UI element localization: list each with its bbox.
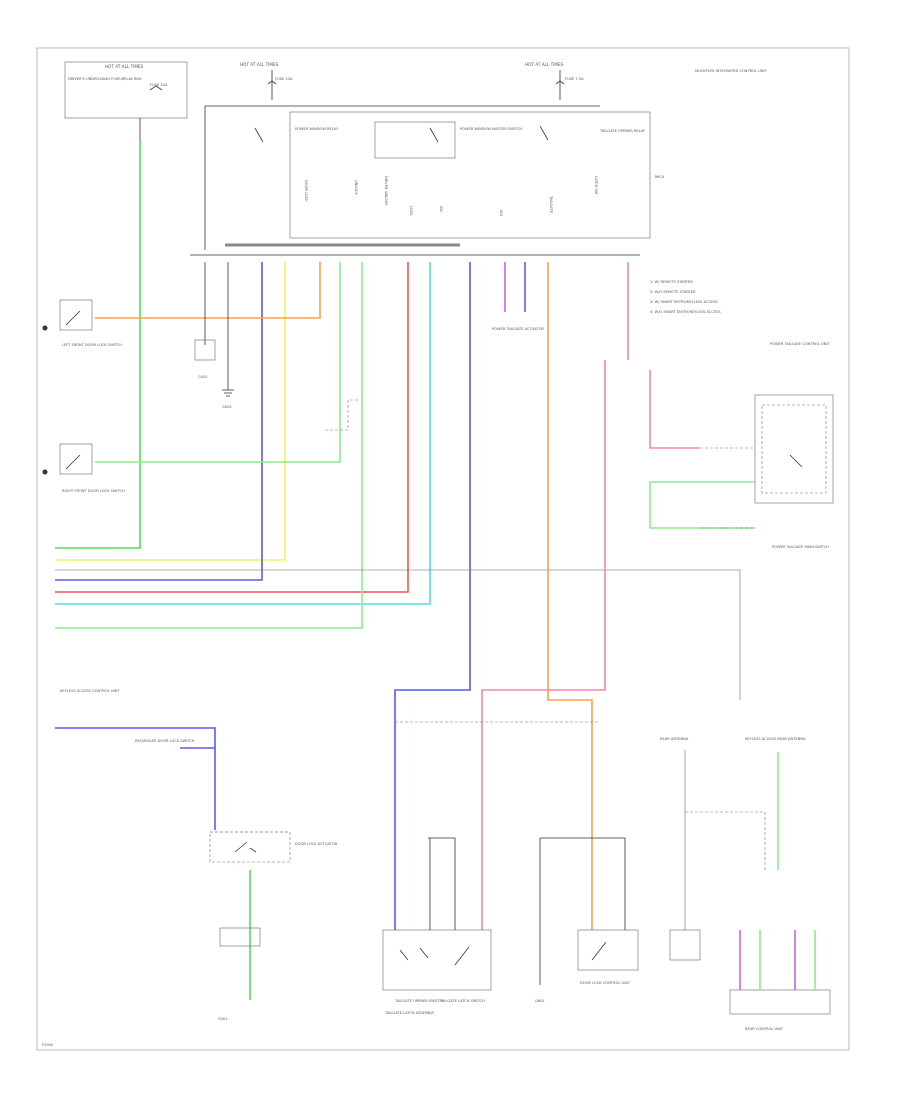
svg-text:LATCH SW: LATCH SW (594, 176, 598, 195)
wire-yellow (55, 262, 286, 561)
power-tailgate-control-unit: POWER TAILGATE CONTROL UNIT POWER TAILGA… (649, 342, 834, 549)
hot-box-right: HOT AT ALL TIMES FUSE 7.5A (525, 62, 584, 100)
svg-text:KEYLESS ACCESS REAR ANTENNA: KEYLESS ACCESS REAR ANTENNA (745, 737, 806, 741)
svg-text:4: W/O SMART ENTRY/KEYLESS ACC: 4: W/O SMART ENTRY/KEYLESS ACCESS (650, 310, 721, 314)
micu-label: MICU (655, 175, 665, 179)
power-window-main-label: POWER WINDOW MASTER SWITCH (460, 127, 522, 131)
svg-text:1: W/ REMOTE STARTER: 1: W/ REMOTE STARTER (650, 280, 693, 284)
wire-gray-right (55, 569, 741, 700)
tailgate-relay-label: TAILGATE OPENER RELAY (599, 129, 646, 133)
wire-red (55, 262, 409, 593)
hot-label-left: HOT AT ALL TIMES (105, 64, 144, 69)
fuse-b-label: FUSE 10A (275, 77, 293, 81)
hot-box-left: HOT AT ALL TIMES DRIVER'S UNDER-DASH FUS… (64, 61, 188, 140)
svg-text:DOOR LOCK: DOOR LOCK (304, 180, 308, 202)
svg-text:TAILGATE OPENER SWITCH: TAILGATE OPENER SWITCH (394, 999, 443, 1003)
svg-text:REAR ANTENNA: REAR ANTENNA (660, 737, 689, 741)
svg-text:REAR CONTROL UNIT: REAR CONTROL UNIT (745, 1027, 784, 1031)
svg-text:G301: G301 (218, 1017, 228, 1021)
svg-text:G401: G401 (198, 375, 208, 379)
wire-light-green (55, 262, 363, 629)
wire-pink-right (649, 370, 700, 449)
fuse-c-label: FUSE 7.5A (565, 77, 584, 81)
svg-text:3: W/ SMART ENTRY/KEYLESS ACCE: 3: W/ SMART ENTRY/KEYLESS ACCESS (650, 300, 719, 304)
legend: 1: W/ REMOTE STARTER 2: W/O REMOTE START… (650, 280, 721, 314)
micu-top-label: MULTIPLEX INTEGRATED CONTROL UNIT (695, 69, 768, 73)
svg-text:DOOR LOCK CONTROL UNIT: DOOR LOCK CONTROL UNIT (580, 981, 631, 985)
hot-box-mid: HOT AT ALL TIMES FUSE 10A (240, 62, 293, 100)
svg-text:RIGHT FRONT DOOR LOCK SWITCH: RIGHT FRONT DOOR LOCK SWITCH (62, 489, 125, 493)
ground-g401: G401 (194, 339, 216, 379)
svg-text:LEFT FRONT DOOR LOCK SWITCH: LEFT FRONT DOOR LOCK SWITCH (62, 343, 122, 347)
wire-blue (55, 262, 263, 581)
svg-text:TAILGATE LATCH SWITCH: TAILGATE LATCH SWITCH (439, 999, 485, 1003)
tailgate-latch-assembly: TAILGATE OPENER SWITCH TAILGATE LATCH SW… (382, 837, 492, 1015)
svg-text:PASSENGER DOOR LOCK SWITCH: PASSENGER DOOR LOCK SWITCH (135, 739, 195, 743)
svg-text:POWER TAILGATE CONTROL UNIT: POWER TAILGATE CONTROL UNIT (770, 342, 831, 346)
tailgate-actuator-label: POWER TAILGATE ACTUATOR (492, 327, 544, 331)
power-tailgate-switch-label: POWER TAILGATE MAIN SWITCH (772, 545, 829, 549)
svg-text:KEYLESS ACCESS CONTROL UNIT: KEYLESS ACCESS CONTROL UNIT (60, 689, 120, 693)
power-window-relay-label: POWER WINDOW RELAY (295, 127, 339, 131)
wire-orange-left-door (95, 262, 321, 319)
underhood-box-label: DRIVER'S UNDER-DASH FUSE/RELAY BOX (68, 77, 142, 81)
svg-text:SIG: SIG (499, 210, 503, 216)
wire-cyan (55, 262, 431, 605)
svg-text:SW: SW (439, 206, 443, 212)
svg-text:TAILGATE: TAILGATE (549, 195, 553, 214)
fuse-a-label: FUSE 20A (150, 83, 168, 87)
wire-green-right-door (95, 262, 341, 463)
page-id: F0000 (42, 1043, 54, 1047)
wire-pink-tailgate (481, 360, 606, 930)
rear-antenna-group: REAR ANTENNA KEYLESS ACCESS REAR ANTENNA… (660, 737, 831, 1031)
door-lock-control-unit: DOOR LOCK CONTROL UNIT G601 (535, 837, 639, 1003)
svg-text:G502: G502 (222, 405, 232, 409)
diagram-border (36, 47, 850, 1051)
svg-text:UNLOCK: UNLOCK (354, 180, 358, 196)
wire-blue-actuator (394, 262, 471, 930)
hot-label-mid: HOT AT ALL TIMES (240, 62, 279, 67)
hot-label-right: HOT AT ALL TIMES (525, 62, 564, 67)
svg-text:DRIVER UNLOCK: DRIVER UNLOCK (384, 176, 388, 206)
svg-text:LOCK: LOCK (409, 206, 413, 216)
right-door-lock-switch: RIGHT FRONT DOOR LOCK SWITCH (42, 443, 125, 493)
svg-text:2: W/O REMOTE STARTER: 2: W/O REMOTE STARTER (650, 290, 696, 294)
wire-green-left (55, 140, 141, 549)
left-door-lock-switch: LEFT FRONT DOOR LOCK SWITCH (42, 299, 122, 347)
micu-relay-block: POWER WINDOW RELAY POWER WINDOW MASTER S… (204, 105, 665, 250)
svg-text:TAILGATE LATCH ASSEMBLY: TAILGATE LATCH ASSEMBLY (384, 1011, 435, 1015)
svg-text:DOOR LOCK ACTUATOR: DOOR LOCK ACTUATOR (295, 842, 338, 846)
wire-orange-tailgate (547, 262, 593, 930)
keyless-access-control: KEYLESS ACCESS CONTROL UNIT PASSENGER DO… (55, 689, 338, 1021)
ground-g502: G502 (222, 389, 234, 409)
svg-text:G601: G601 (535, 999, 545, 1003)
